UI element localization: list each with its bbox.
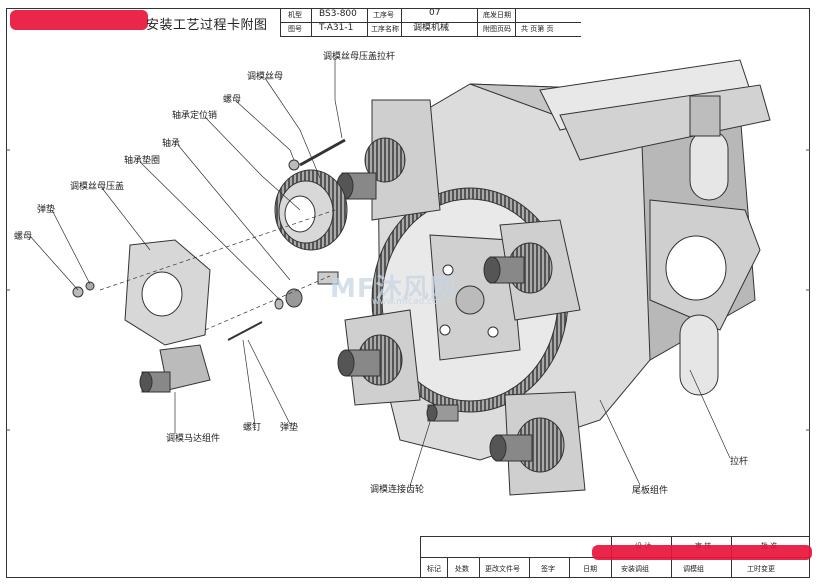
callout-gear: 调模连接齿轮 xyxy=(370,485,425,495)
callout-screw: 螺钉 xyxy=(243,423,262,433)
tb-mark: 标记 xyxy=(427,565,441,573)
value-drawing-no: T-A31-1 xyxy=(319,23,354,33)
tb-count: 处数 xyxy=(455,565,469,573)
callout-motor: 调模马达组件 xyxy=(166,434,221,444)
callout-bearing-pin: 轴承定位销 xyxy=(172,111,218,121)
value-model: BS3-800 xyxy=(319,9,357,19)
tb-adj-group: 调模组 xyxy=(683,565,704,573)
callout-spring-washer-left: 弹垫 xyxy=(37,205,56,215)
frame-ticks-icon xyxy=(6,149,810,431)
watermark-brand: MF沐风网 xyxy=(330,274,457,304)
watermark-url: www.mfcad.com xyxy=(372,297,447,307)
callout-spring-washer-bottom: 弹垫 xyxy=(280,423,299,433)
callout-tie-rod: 调模丝母压盖拉杆 xyxy=(323,52,396,62)
label-proc-no: 工序号 xyxy=(373,11,394,19)
tie-rod-cylinders-icon xyxy=(539,59,771,396)
callout-bearing-washer: 轴承垫圈 xyxy=(124,156,161,166)
label-page: 附图页码 xyxy=(483,25,511,33)
callout-nut-top: 螺母 xyxy=(223,95,242,105)
redacted-company-name xyxy=(10,10,148,30)
tb-sign: 签字 xyxy=(541,565,555,573)
value-proc-name: 调模机械 xyxy=(413,23,450,33)
label-drawing-no: 图号 xyxy=(288,25,302,33)
exploded-parts-icon xyxy=(72,138,348,393)
corner-gear-assemblies-icon xyxy=(336,99,586,496)
label-model: 机型 xyxy=(288,11,302,19)
callout-nut-left: 螺母 xyxy=(14,232,33,242)
header-table: 机型 BS3-800 工序号 07 底发日期 图号 T-A31-1 工序名称 调… xyxy=(280,8,581,37)
callout-tail-plate: 尾板组件 xyxy=(632,486,669,496)
callout-nut-cover: 调模丝母压盖 xyxy=(70,182,125,192)
drawing-frame xyxy=(6,8,810,578)
callout-bearing: 轴承 xyxy=(162,139,181,149)
label-issue-date: 底发日期 xyxy=(483,11,511,19)
callout-pull-rod: 拉杆 xyxy=(730,457,749,467)
drawing-title: 安装工艺过程卡附图 xyxy=(146,18,268,33)
tb-work-change: 工时变更 xyxy=(747,565,775,573)
tb-date: 日期 xyxy=(583,565,597,573)
label-pages-total: 共 页第 页 xyxy=(521,25,554,33)
tb-install-proc: 安装调组 xyxy=(621,565,649,573)
tb-change-doc: 更改文件号 xyxy=(485,565,520,573)
redacted-title-block-names xyxy=(592,545,812,560)
callout-adj-nut: 调模丝母 xyxy=(247,72,284,82)
label-proc-name: 工序名称 xyxy=(371,25,399,33)
leader-lines-icon xyxy=(29,58,731,487)
value-proc-no: 07 xyxy=(429,8,441,18)
